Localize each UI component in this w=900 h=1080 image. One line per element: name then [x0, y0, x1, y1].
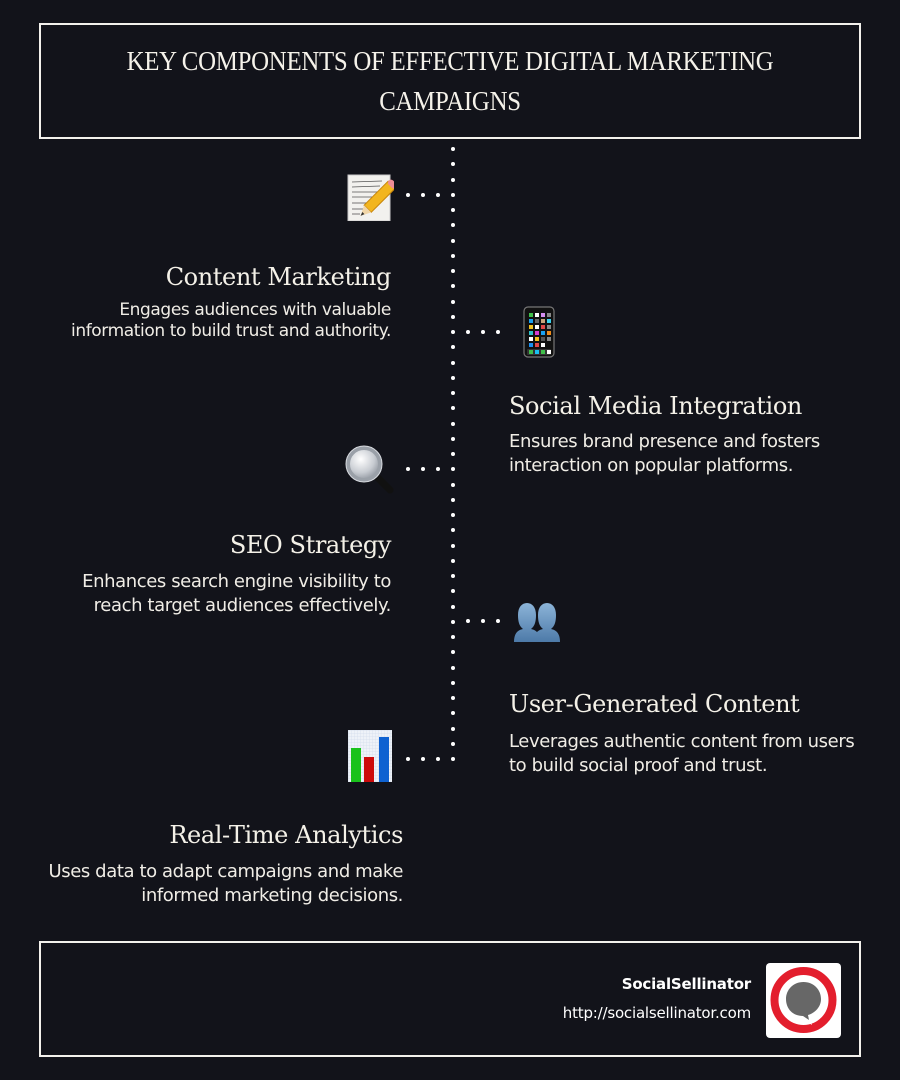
connector-dot — [481, 330, 485, 334]
spine-dot — [451, 376, 455, 380]
spine-dot — [451, 635, 455, 639]
item-title: Social Media Integration — [509, 392, 802, 420]
connector-dot — [496, 619, 500, 623]
spine-dot — [451, 498, 455, 502]
spine-dot — [451, 193, 455, 197]
item-title: Real-Time Analytics — [169, 821, 403, 849]
spine-dot — [451, 605, 455, 609]
speech-bubble-logo-icon — [770, 967, 837, 1033]
connector-dot — [496, 330, 500, 334]
item-description: Ensures brand presence and fosters inter… — [509, 431, 820, 476]
spine-dot — [451, 284, 455, 288]
spine-dot — [451, 711, 455, 715]
spine-dot — [451, 742, 455, 746]
spine-dot — [451, 208, 455, 212]
brand-name: SocialSellinator — [621, 975, 751, 993]
spine-dot — [451, 483, 455, 487]
spine-dot — [451, 345, 455, 349]
spine-dot — [451, 620, 455, 624]
item-description: Leverages authentic content from users t… — [509, 731, 855, 776]
spine-dot — [451, 330, 455, 334]
magnifying-glass-icon — [345, 445, 394, 494]
spine-dot — [451, 727, 455, 731]
spine-dot — [451, 589, 455, 593]
spine-dot — [451, 223, 455, 227]
busts-in-silhouette-icon — [514, 603, 560, 642]
connector-dot — [481, 619, 485, 623]
item-title: Content Marketing — [165, 263, 392, 291]
mobile-phone-icon — [523, 306, 555, 358]
spine-dot — [451, 437, 455, 441]
spine-dot — [451, 254, 455, 258]
spine-dot — [451, 467, 455, 471]
spine-dot — [451, 757, 455, 761]
spine-dot — [451, 666, 455, 670]
item-description: Enhances search engine visibility to rea… — [82, 571, 391, 616]
spine-dot — [451, 513, 455, 517]
bar-chart-icon — [348, 730, 392, 782]
connector-dot — [436, 757, 440, 761]
connector-dot — [406, 467, 410, 471]
footer-box: SocialSellinator http://socialsellinator… — [39, 941, 861, 1057]
spine-dot — [451, 162, 455, 166]
spine-dot — [451, 147, 455, 151]
spine-dot — [451, 528, 455, 532]
spine-dot — [451, 315, 455, 319]
spine-dot — [451, 696, 455, 700]
spine-dot — [451, 681, 455, 685]
item-title: User-Generated Content — [509, 690, 800, 718]
spine-dot — [451, 300, 455, 304]
spine-dot — [451, 650, 455, 654]
spine-dot — [451, 406, 455, 410]
connector-dot — [436, 467, 440, 471]
item-description: Uses data to adapt campaigns and make in… — [48, 861, 403, 906]
spine-dot — [451, 178, 455, 182]
header-box: KEY COMPONENTS OF EFFECTIVE DIGITAL MARK… — [39, 23, 861, 139]
brand-url[interactable]: http://socialsellinator.com — [562, 1004, 751, 1022]
connector-dot — [406, 757, 410, 761]
memo-pencil-icon — [347, 174, 394, 221]
spine-dot — [451, 269, 455, 273]
spine-dot — [451, 422, 455, 426]
connector-dot — [436, 193, 440, 197]
connector-dot — [466, 330, 470, 334]
spine-dot — [451, 391, 455, 395]
spine-dot — [451, 574, 455, 578]
spine-dot — [451, 559, 455, 563]
item-description: Engages audiences with valuable informat… — [71, 300, 391, 341]
connector-dot — [406, 193, 410, 197]
brand-logo — [766, 963, 841, 1038]
spine-dot — [451, 239, 455, 243]
spine-dot — [451, 544, 455, 548]
connector-dot — [421, 467, 425, 471]
connector-dot — [466, 619, 470, 623]
page-title: KEY COMPONENTS OF EFFECTIVE DIGITAL MARK… — [126, 46, 774, 116]
spine-dot — [451, 361, 455, 365]
spine-dot — [451, 452, 455, 456]
connector-dot — [421, 193, 425, 197]
item-title: SEO Strategy — [229, 531, 392, 559]
connector-dot — [421, 757, 425, 761]
